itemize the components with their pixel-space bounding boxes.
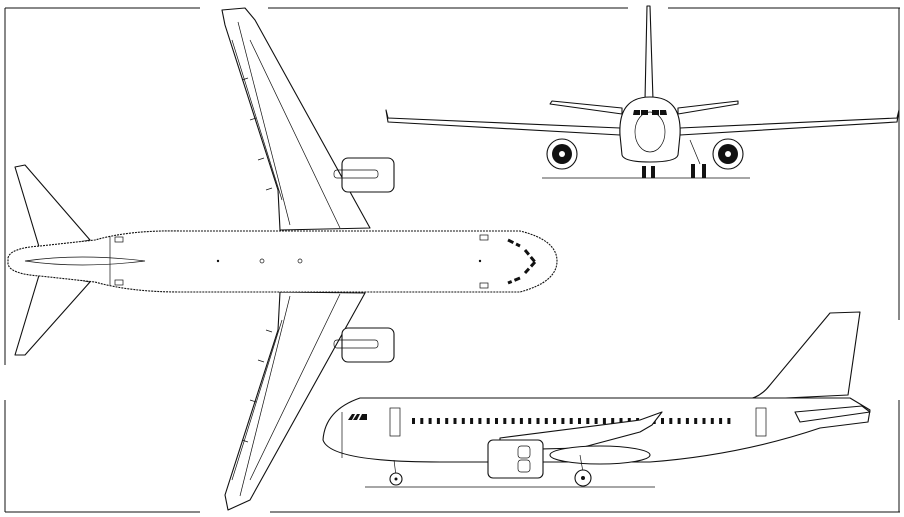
front-left-wing bbox=[385, 109, 621, 136]
front-left-engine bbox=[546, 138, 578, 170]
cabin-window bbox=[702, 418, 706, 424]
cabin-window bbox=[511, 418, 515, 424]
lower-wing bbox=[224, 291, 366, 511]
front-right-engine bbox=[712, 138, 744, 170]
cabin-window bbox=[710, 418, 714, 424]
front-right-wing bbox=[679, 109, 900, 136]
upper-engine bbox=[333, 157, 395, 193]
cabin-window bbox=[461, 418, 465, 424]
cabin-window bbox=[420, 418, 424, 424]
cabin-window bbox=[727, 418, 731, 424]
side-vertical-tail bbox=[744, 311, 861, 401]
cabin-window bbox=[495, 418, 498, 424]
cabin-window bbox=[445, 418, 449, 424]
cabin-window bbox=[602, 418, 606, 424]
top-fuselage bbox=[7, 230, 558, 293]
cabin-window bbox=[503, 418, 507, 424]
horizontal-stabilizers bbox=[14, 164, 91, 356]
lower-engine bbox=[333, 327, 395, 363]
cabin-window bbox=[478, 418, 482, 424]
cabin-window bbox=[486, 418, 490, 424]
cabin-window bbox=[528, 418, 532, 424]
front-landing-gear bbox=[642, 139, 706, 178]
side-engine bbox=[487, 439, 544, 479]
cabin-window bbox=[436, 418, 440, 424]
front-vertical-fin bbox=[644, 5, 654, 101]
cabin-window bbox=[594, 418, 598, 424]
side-landing-gear bbox=[389, 454, 592, 487]
cabin-window bbox=[519, 418, 523, 424]
cabin-window bbox=[669, 418, 673, 424]
cabin-window bbox=[412, 418, 415, 424]
cabin-window bbox=[694, 418, 698, 424]
cabin-window bbox=[661, 418, 664, 424]
cabin-window bbox=[470, 418, 474, 424]
top-view bbox=[7, 7, 558, 511]
cabin-window bbox=[553, 418, 557, 424]
cabin-window bbox=[561, 418, 565, 424]
front-fuselage bbox=[619, 96, 681, 163]
front-view bbox=[385, 5, 900, 179]
cabin-window bbox=[677, 418, 681, 424]
upper-wing bbox=[221, 7, 371, 231]
cabin-window bbox=[544, 418, 548, 424]
side-view bbox=[322, 311, 871, 488]
cabin-window bbox=[619, 418, 623, 424]
cabin-window bbox=[611, 418, 615, 424]
cabin-window bbox=[428, 418, 432, 424]
cabin-window bbox=[569, 418, 573, 424]
cabin-window bbox=[453, 418, 457, 424]
cabin-window bbox=[719, 418, 723, 424]
cabin-window bbox=[536, 418, 540, 424]
cabin-window bbox=[586, 418, 590, 424]
drawing-frame bbox=[4, 7, 900, 513]
cabin-window bbox=[685, 418, 689, 424]
front-right-stabilizer bbox=[677, 100, 739, 115]
cabin-window bbox=[578, 418, 581, 424]
front-left-stabilizer bbox=[549, 100, 623, 115]
